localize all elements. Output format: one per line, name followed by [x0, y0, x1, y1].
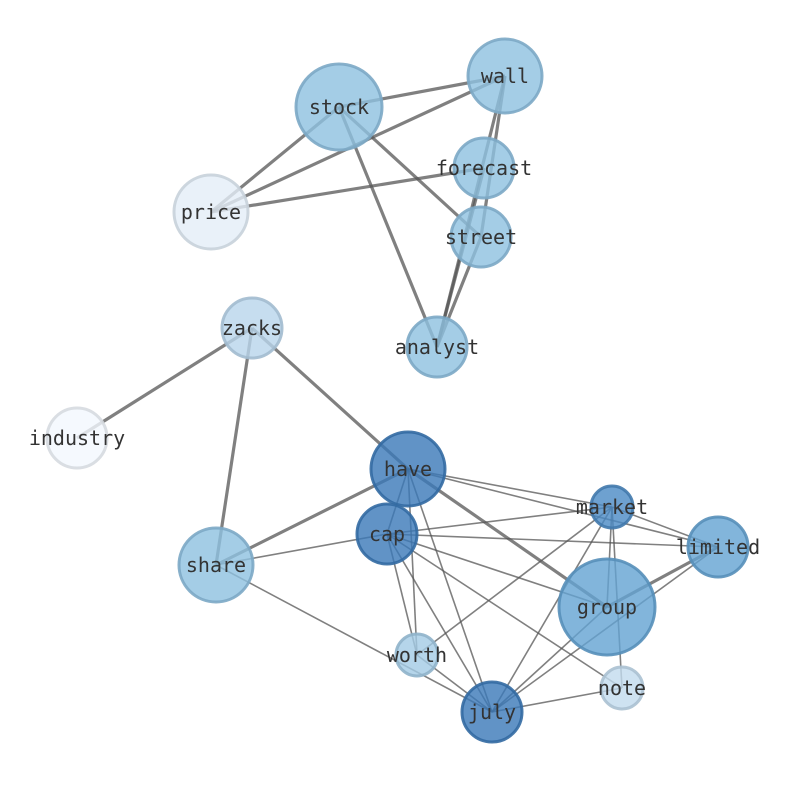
node-analyst[interactable]: analyst [395, 315, 479, 379]
node-price[interactable]: price [172, 173, 250, 251]
edge-have-july [407, 468, 493, 713]
node-label-zacks: zacks [222, 316, 282, 340]
node-worth[interactable]: worth [387, 632, 447, 678]
edge-cap-limited [386, 533, 719, 548]
node-wall[interactable]: wall [466, 37, 544, 115]
nodes-layer: stock wall forecast price street analyst zacks… [29, 37, 760, 744]
edge-cap-market [386, 506, 613, 535]
node-circle-stock[interactable] [294, 62, 384, 152]
node-circle-limited[interactable] [686, 515, 750, 579]
edge-market-worth [416, 506, 613, 656]
node-circle-wall[interactable] [466, 37, 544, 115]
node-label-group: group [577, 595, 637, 619]
node-label-wall: wall [481, 64, 529, 88]
node-circle-industry[interactable] [45, 406, 109, 470]
edge-forecast-price [210, 166, 485, 214]
node-have[interactable]: have [369, 430, 447, 508]
node-label-have: have [384, 457, 432, 481]
edge-cap-july [386, 533, 493, 713]
node-circle-street[interactable] [449, 205, 513, 269]
node-label-analyst: analyst [395, 335, 479, 359]
edge-cap-note [386, 533, 623, 689]
node-share[interactable]: share [177, 526, 255, 604]
edge-zacks-share [214, 327, 254, 566]
node-july[interactable]: july [460, 680, 524, 744]
node-circle-group[interactable] [557, 557, 657, 657]
node-circle-zacks[interactable] [220, 296, 284, 360]
node-label-worth: worth [387, 643, 447, 667]
node-circle-price[interactable] [172, 173, 250, 251]
node-stock[interactable]: stock [294, 62, 384, 152]
edge-market-july [491, 506, 613, 713]
node-cap[interactable]: cap [355, 502, 419, 566]
node-circle-note[interactable] [599, 665, 645, 711]
node-circle-have[interactable] [369, 430, 447, 508]
node-label-july: july [468, 700, 516, 724]
node-label-limited: limited [676, 535, 760, 559]
node-label-stock: stock [309, 95, 369, 119]
node-label-street: street [445, 225, 517, 249]
node-label-industry: industry [29, 426, 125, 450]
node-circle-july[interactable] [460, 680, 524, 744]
node-circle-forecast[interactable] [452, 136, 516, 200]
node-street[interactable]: street [445, 205, 517, 269]
node-circle-worth[interactable] [394, 632, 440, 678]
node-forecast[interactable]: forecast [436, 136, 532, 200]
node-label-market: market [576, 495, 648, 519]
edge-zacks-industry [76, 326, 253, 440]
node-limited[interactable]: limited [676, 515, 760, 579]
node-note[interactable]: note [598, 665, 646, 711]
node-circle-market[interactable] [589, 484, 635, 530]
node-label-forecast: forecast [436, 156, 532, 180]
edge-share-july [215, 564, 493, 713]
node-group[interactable]: group [557, 557, 657, 657]
node-label-cap: cap [369, 522, 405, 546]
node-label-share: share [186, 553, 246, 577]
node-market[interactable]: market [576, 484, 648, 530]
node-label-price: price [181, 200, 241, 224]
node-zacks[interactable]: zacks [220, 296, 284, 360]
node-circle-cap[interactable] [355, 502, 419, 566]
node-label-note: note [598, 676, 646, 700]
edge-have-limited [407, 468, 719, 548]
node-circle-share[interactable] [177, 526, 255, 604]
node-circle-analyst[interactable] [405, 315, 469, 379]
node-industry[interactable]: industry [29, 406, 125, 470]
